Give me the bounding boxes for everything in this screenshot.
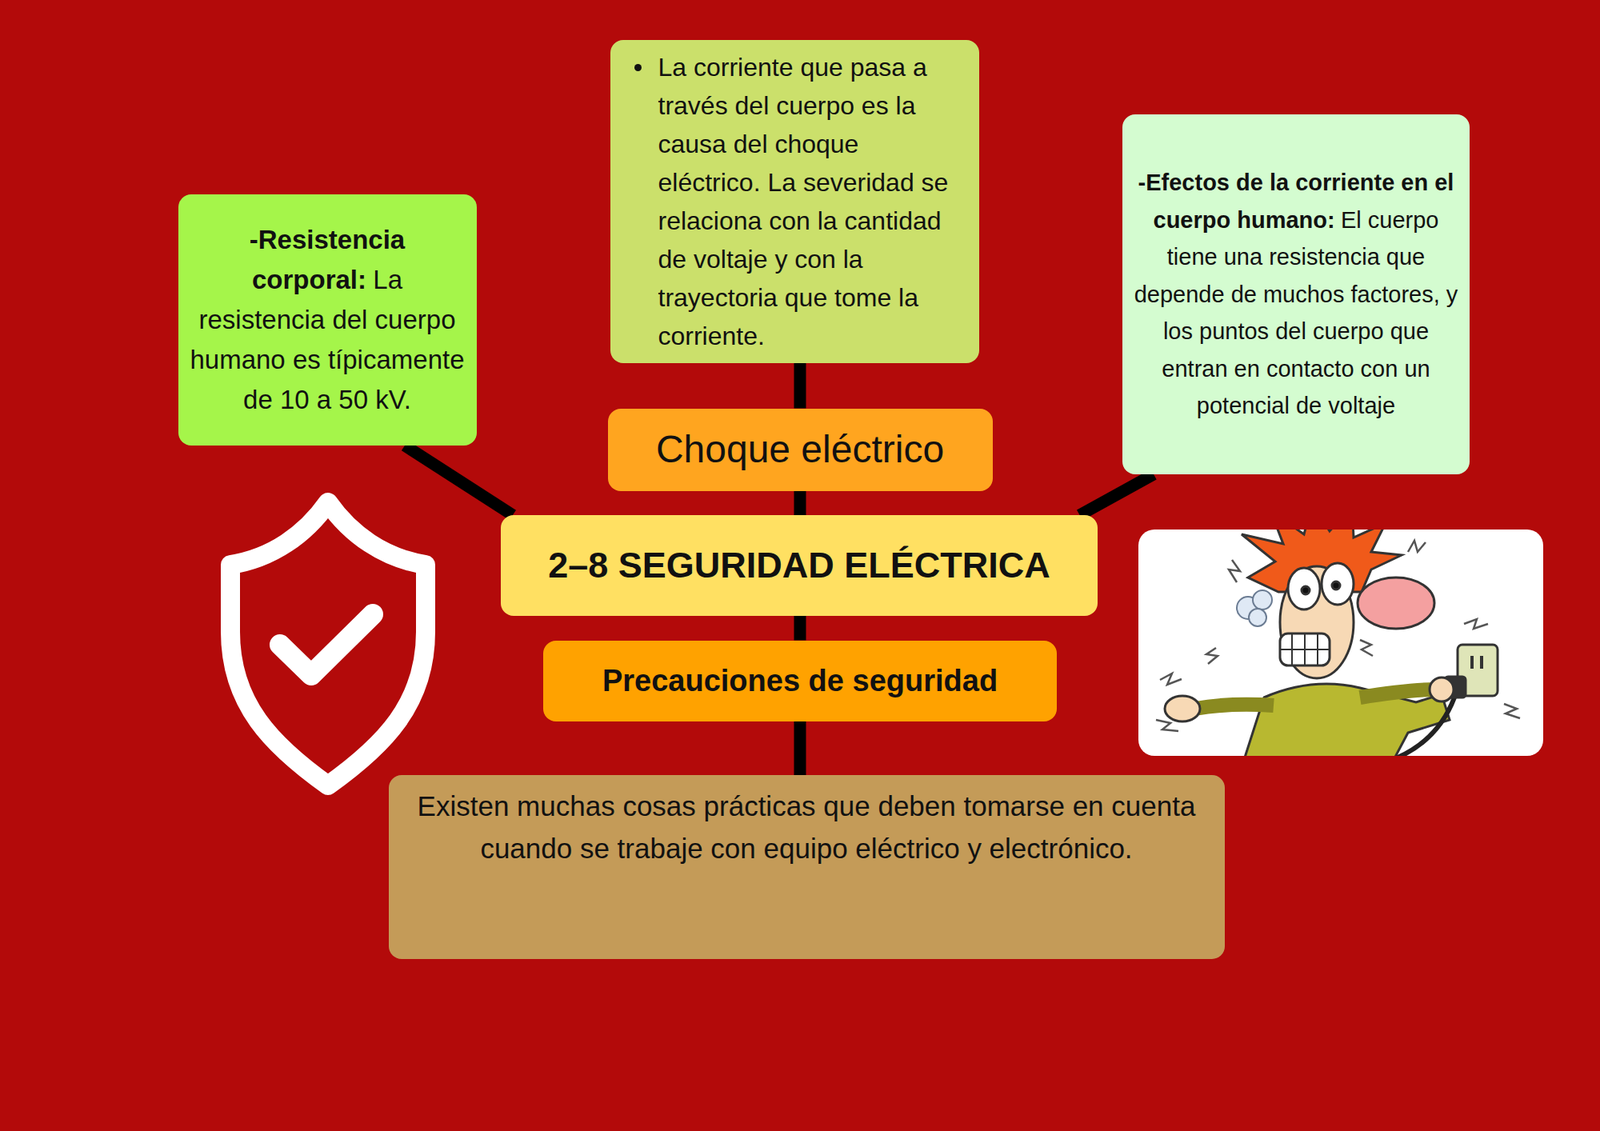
shield-outline [230,502,426,786]
info-box: -Resistencia corporal:La resistencia del… [178,194,477,446]
eye [1321,563,1354,605]
connector-line [794,616,807,641]
teeth [1280,633,1330,666]
connector-line [1080,474,1154,516]
topic-box: Precauciones de seguridad [543,640,1057,722]
shock-cartoon [1138,502,1544,762]
connector-line [404,445,513,516]
node-text: La corriente que pasa a través del cuerp… [658,52,949,351]
central-title-box: 2–8 SEGURIDAD ELÉCTRICA [500,515,1098,616]
node-text: Existen muchas cosas prácticas que deben… [417,790,1196,864]
pupil [1301,586,1310,595]
nose [1357,577,1435,629]
node-text: El cuerpo tiene una resistencia que depe… [1134,207,1459,420]
topic-box: Choque eléctrico [608,408,993,492]
info-box: -Efectos de la corriente en el cuerpo hu… [1122,114,1470,475]
connector-line [794,721,807,776]
left-hand [1164,696,1200,722]
connector-line [794,491,807,516]
teeth-lines [1280,633,1330,666]
text-panel: Existen muchas cosas prácticas que deben… [388,775,1225,960]
check-mark [280,614,373,676]
smoke-puff [1236,590,1272,627]
text-block: Precauciones de seguridad [602,661,998,700]
text-block: -Resistencia corporal:La resistencia del… [189,220,466,420]
right-arm [1360,689,1437,698]
pupil [1332,581,1340,590]
connector-line [794,363,807,409]
text-block: Existen muchas cosas prácticas que deben… [404,784,1209,870]
text-block: 2–8 SEGURIDAD ELÉCTRICA [548,543,1051,588]
node-text: Choque eléctrico [656,428,944,471]
node-text: 2–8 SEGURIDAD ELÉCTRICA [548,544,1051,586]
outlet-slots [1472,656,1482,669]
bullet-dot [634,64,642,72]
text-block: Choque eléctrico [656,426,944,473]
text-block: La corriente que pasa a través del cuerp… [658,48,967,356]
eye [1288,568,1320,610]
node-text: Precauciones de seguridad [602,664,998,698]
text-block: -Efectos de la corriente en el cuerpo hu… [1133,164,1459,425]
shield-icon [230,502,426,786]
left-arm [1195,704,1274,709]
right-hand [1429,677,1454,702]
power-cord [1388,697,1455,756]
info-box: La corriente que pasa a través del cuerp… [610,40,980,364]
